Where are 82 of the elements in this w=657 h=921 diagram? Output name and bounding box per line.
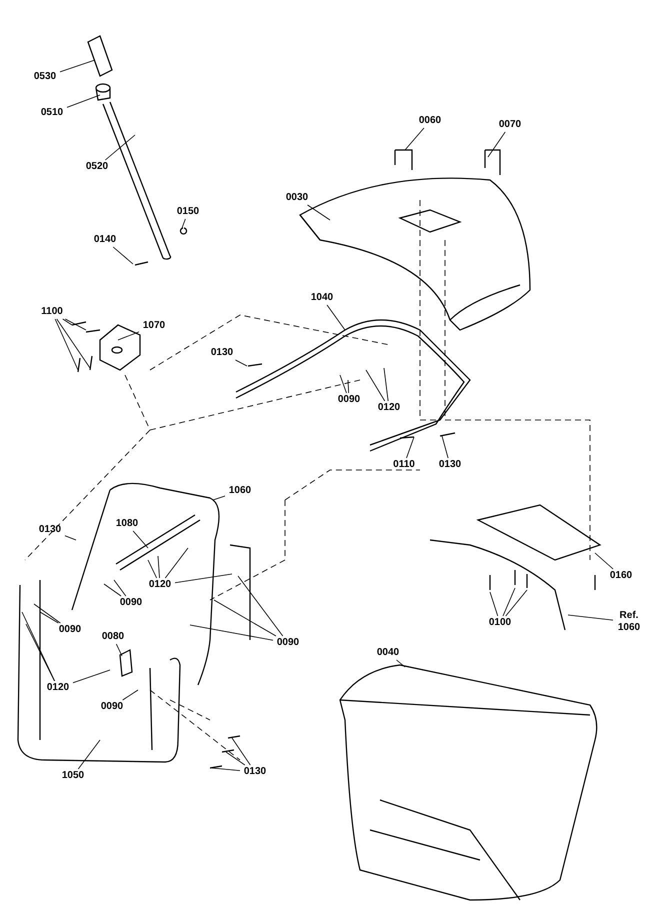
- leader-line: [116, 644, 122, 656]
- leader-line: [112, 246, 134, 264]
- leader-line: [118, 331, 140, 340]
- part-number: 0100: [486, 617, 514, 629]
- leader-line: [22, 612, 56, 682]
- leader-line: [78, 740, 100, 770]
- part-number: 0140: [91, 234, 119, 246]
- leader-line: [340, 374, 347, 394]
- leader-line: [26, 624, 55, 682]
- part-number: 0130: [436, 459, 464, 471]
- leader-line: [56, 318, 90, 368]
- leader-line: [442, 436, 448, 458]
- leader-line: [54, 318, 78, 370]
- leader-line: [164, 548, 188, 578]
- leader-line: [594, 552, 614, 570]
- leader-line: [104, 584, 122, 596]
- part-number: 1100: [38, 306, 66, 318]
- leader-line: [182, 218, 186, 228]
- leader-line: [62, 318, 72, 326]
- part-number: 0030: [283, 192, 311, 204]
- part-number: 0120: [146, 579, 174, 591]
- leader-line: [490, 592, 498, 616]
- leader-line: [190, 624, 274, 641]
- part-number: 0120: [375, 402, 403, 414]
- part-number: 0160: [607, 570, 635, 582]
- leader-line: [34, 604, 61, 624]
- leader-line: [238, 576, 284, 636]
- part-number: 0510: [38, 107, 66, 119]
- leader-line: [60, 60, 96, 72]
- leader-line: [366, 370, 386, 402]
- part-number: 0150: [174, 206, 202, 218]
- leader-line: [326, 304, 346, 330]
- leader-line: [148, 560, 158, 578]
- leader-line: [502, 588, 516, 616]
- leader-line: [66, 94, 100, 108]
- leader-line: [158, 556, 160, 578]
- leader-line: [64, 535, 76, 540]
- part-number: 0080: [99, 631, 127, 643]
- part-number: 0060: [416, 115, 444, 127]
- leader-line: [212, 768, 240, 771]
- leader-line: [122, 690, 138, 700]
- part-number: 0130: [241, 766, 269, 778]
- leader-line: [568, 614, 614, 621]
- part-number: 0090: [98, 701, 126, 713]
- part-number: 0090: [274, 637, 302, 649]
- part-number: 0130: [36, 524, 64, 536]
- leader-line: [235, 360, 248, 366]
- leader-line: [232, 738, 251, 766]
- leader-line: [384, 368, 389, 402]
- leader-line: [212, 496, 226, 500]
- leader-line: [505, 590, 528, 616]
- part-number: 0090: [56, 624, 84, 636]
- leader-line: [132, 530, 148, 548]
- leader-line: [174, 574, 232, 584]
- leader-line: [307, 204, 330, 220]
- leader-line: [404, 128, 424, 150]
- leader-line: [348, 380, 350, 394]
- part-number: 0070: [496, 119, 524, 131]
- part-number: 0530: [31, 71, 59, 83]
- leader-line: [488, 132, 506, 158]
- leader-line: [40, 612, 59, 624]
- part-number: 1050: [59, 770, 87, 782]
- part-number: 0520: [83, 161, 111, 173]
- leader-line: [406, 436, 414, 458]
- part-number: 0120: [44, 682, 72, 694]
- part-number: 1040: [308, 292, 336, 304]
- part-number: 0040: [374, 647, 402, 659]
- part-number: 0110: [390, 459, 418, 471]
- leader-line: [226, 752, 246, 766]
- leader-line: [104, 134, 136, 160]
- part-number: 1070: [140, 320, 168, 332]
- leader-line: [114, 580, 126, 596]
- part-number: 0090: [117, 597, 145, 609]
- leader-line: [64, 318, 86, 330]
- part-number: 0130: [208, 347, 236, 359]
- part-number: 1080: [113, 518, 141, 530]
- leader-line: [396, 660, 406, 668]
- leader-line: [214, 600, 276, 636]
- part-number: 1060: [226, 485, 254, 497]
- part-number: Ref. 1060: [614, 610, 644, 634]
- part-number: 0090: [335, 394, 363, 406]
- leader-line: [72, 670, 110, 684]
